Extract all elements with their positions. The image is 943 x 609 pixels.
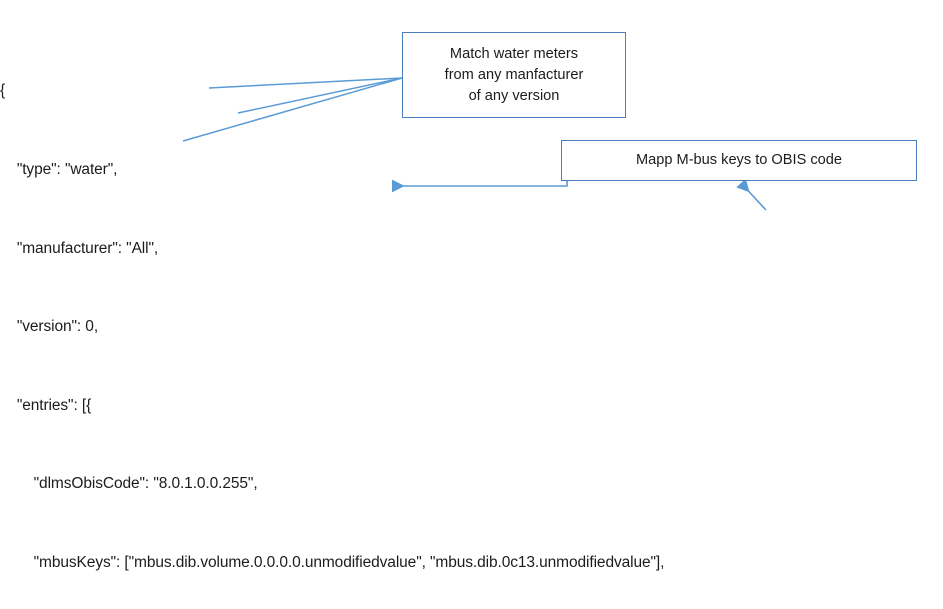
json-line: "type": "water",	[0, 161, 118, 178]
annotation-callout-mapp-mbus-keys: Mapp M-bus keys to OBIS code	[561, 140, 917, 181]
callout-line: of any version	[468, 87, 560, 104]
json-line: {	[0, 82, 6, 100]
callout-line: from any manfacturer	[444, 66, 584, 83]
callout-line: Mapp M-bus keys to OBIS code	[635, 152, 843, 168]
json-line: "dlmsObisCode": "8.0.1.0.0.255",	[0, 475, 258, 493]
json-line: "version": 0,	[0, 318, 99, 336]
json-line: "mbusKeys": ["mbus.dib.volume.0.0.0.0.un…	[0, 553, 665, 571]
json-line: "entries": [{	[0, 396, 92, 414]
annotation-callout-match-water-meters: Match water meters from any manfacturer …	[402, 32, 626, 118]
json-code-block: { "type": "water", "manufacturer": "All"…	[0, 26, 943, 609]
callout-line: Match water meters	[449, 45, 579, 62]
json-line: "manufacturer": "All",	[0, 239, 159, 257]
